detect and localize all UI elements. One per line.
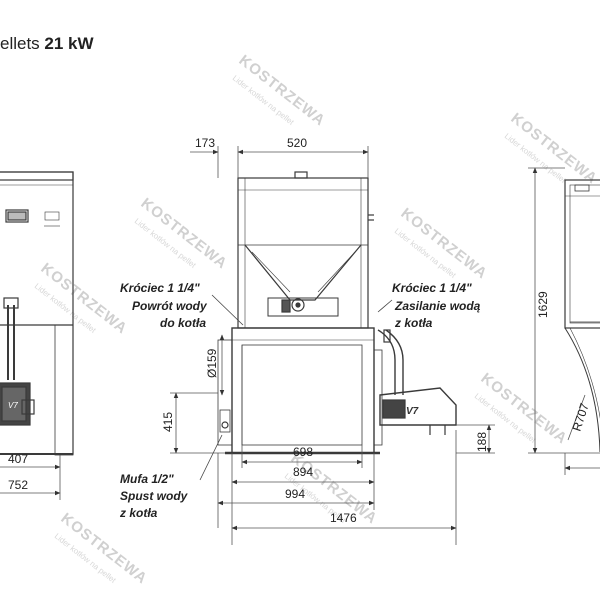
- svg-text:V7: V7: [8, 401, 18, 410]
- dim-1476: 1476: [330, 511, 357, 525]
- drain-description-1: Spust wody: [120, 489, 189, 503]
- dim-159: Ø159: [205, 348, 219, 378]
- supply-connector-label: Króciec 1 1/4": [392, 281, 472, 295]
- drain-connector-label: Mufa 1/2": [120, 472, 174, 486]
- side-view: V7: [217, 171, 457, 455]
- side-top-dims: [190, 146, 369, 178]
- side-bottom-dims: [217, 430, 457, 545]
- feeder-height-dim: [456, 424, 495, 454]
- leader-lines: [199, 294, 393, 481]
- supply-description-1: Zasilanie wodą: [394, 299, 481, 313]
- svg-text:V7: V7: [406, 406, 419, 417]
- dim-698: 698: [293, 445, 313, 459]
- title-power: 21 kW: [44, 34, 94, 53]
- title-prefix: ellets: [0, 34, 40, 53]
- dim-407: 407: [8, 452, 28, 466]
- dim-1629: 1629: [536, 291, 550, 318]
- front-view: V7: [0, 171, 74, 456]
- dim-188: 188: [475, 432, 489, 452]
- supply-description-2: z kotła: [394, 316, 433, 330]
- drawing-title: ellets 21 kW: [0, 34, 94, 54]
- dim-415: 415: [161, 412, 175, 432]
- return-description-1: Powrót wody: [132, 299, 208, 313]
- return-description-2: do kotła: [160, 316, 206, 330]
- return-connector-label: Króciec 1 1/4": [120, 281, 200, 295]
- dim-r707: R707: [570, 401, 592, 433]
- front-dims: [0, 455, 61, 500]
- drain-description-2: z kotła: [119, 506, 158, 520]
- dim-173: 173: [195, 136, 215, 150]
- dim-520: 520: [287, 136, 307, 150]
- watermarks: KOSTRZEWA Lider kotłów na pellet KOSTRZE…: [33, 52, 600, 588]
- dim-752: 752: [8, 478, 28, 492]
- dim-994: 994: [285, 487, 305, 501]
- side-left-dims: [170, 334, 225, 454]
- right-view: [564, 179, 600, 453]
- right-dims: [528, 167, 600, 475]
- dim-894: 894: [293, 465, 313, 479]
